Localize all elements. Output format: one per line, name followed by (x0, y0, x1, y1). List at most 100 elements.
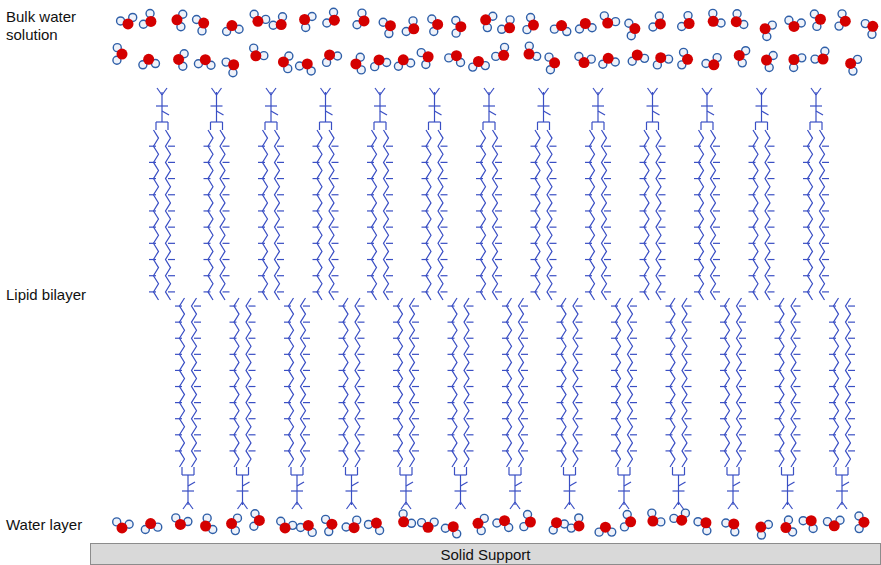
oxygen-atom (374, 54, 385, 65)
tail-tick (803, 243, 810, 244)
oxygen-atom (815, 14, 826, 25)
tail-tick (576, 322, 583, 323)
tail-tick (422, 259, 429, 260)
lipid-head (707, 88, 712, 95)
tail-tick (495, 162, 502, 163)
lipid-head (624, 482, 631, 486)
lipid-head (292, 502, 297, 509)
tail-tick (223, 194, 230, 195)
tail-tick (611, 370, 618, 371)
tail-tick (576, 450, 583, 451)
lipid-head (700, 122, 701, 130)
tail-tick (230, 370, 237, 371)
tail-tick (794, 418, 801, 419)
tail-tick (768, 227, 775, 228)
oxygen-atom (632, 49, 643, 60)
tail-tick (713, 291, 720, 292)
oxygen-atom (629, 23, 640, 34)
tail-tick (223, 146, 230, 147)
lipid-head (167, 122, 168, 130)
tail-tick (822, 146, 829, 147)
tail-tick (502, 354, 509, 355)
tail-tick (332, 275, 339, 276)
tail-tick (794, 402, 801, 403)
lipid-tail (317, 130, 322, 300)
oxygen-atom (250, 50, 261, 61)
tail-tick (258, 162, 265, 163)
tail-tick (829, 418, 836, 419)
lipid-head (188, 482, 195, 486)
lipid-head (222, 122, 223, 130)
oxygen-atom (499, 515, 510, 526)
lipid-head (276, 122, 277, 130)
tail-tick (230, 322, 237, 323)
tail-tick (339, 386, 346, 387)
tail-tick (258, 275, 265, 276)
tail-tick (694, 227, 701, 228)
tail-tick (848, 434, 855, 435)
tail-tick (713, 210, 720, 211)
tail-tick (277, 243, 284, 244)
tail-tick (521, 305, 528, 306)
tail-tick (694, 210, 701, 211)
tail-tick (713, 259, 720, 260)
oxygen-atom (480, 14, 491, 25)
lipid-head (732, 475, 733, 505)
tail-tick (739, 370, 746, 371)
tail-tick (476, 227, 483, 228)
tail-tick (249, 338, 256, 339)
tail-tick (448, 305, 455, 306)
oxygen-atom (145, 16, 156, 27)
tail-tick (313, 275, 320, 276)
lipid-head (592, 105, 604, 106)
tail-tick (441, 259, 448, 260)
tail-tick (441, 178, 448, 179)
tail-tick (502, 402, 509, 403)
tail-tick (749, 146, 756, 147)
tail-tick (467, 434, 474, 435)
tail-tick (386, 275, 393, 276)
tail-tick (794, 370, 801, 371)
lipid-head (264, 122, 265, 130)
lipid-tail (355, 298, 360, 467)
tail-tick (521, 450, 528, 451)
tail-tick (284, 338, 291, 339)
lipid-head (678, 475, 679, 505)
oxygen-atom (708, 16, 719, 27)
tail-tick (194, 305, 201, 306)
tail-tick (749, 162, 756, 163)
tail-tick (386, 178, 393, 179)
tail-tick (550, 275, 557, 276)
tail-tick (803, 178, 810, 179)
lipid-head (520, 467, 521, 475)
lipid-head (647, 121, 659, 122)
tail-tick (531, 227, 538, 228)
tail-tick (775, 434, 782, 435)
tail-tick (848, 386, 855, 387)
tail-tick (749, 291, 756, 292)
lipid-tail (711, 130, 716, 300)
lipid-head (237, 490, 249, 491)
lipid-tail (493, 130, 498, 300)
tail-tick (284, 386, 291, 387)
tail-tick (502, 370, 509, 371)
tail-tick (531, 194, 538, 195)
lipid-head (265, 105, 277, 106)
lipid-head (461, 482, 468, 486)
lipid-head (266, 88, 271, 95)
oxygen-atom (123, 18, 134, 29)
tail-tick (666, 450, 673, 451)
tail-tick (775, 305, 782, 306)
lipid-tail (246, 298, 251, 467)
tail-tick (393, 418, 400, 419)
tail-tick (659, 227, 666, 228)
tail-tick (720, 386, 727, 387)
tail-tick (495, 291, 502, 292)
oxygen-atom (579, 57, 590, 68)
tail-tick (467, 354, 474, 355)
oxygen-atom (708, 59, 719, 70)
tail-tick (666, 370, 673, 371)
lipid-head (842, 502, 847, 509)
tail-tick (175, 354, 182, 355)
lipid-tail (765, 130, 770, 300)
